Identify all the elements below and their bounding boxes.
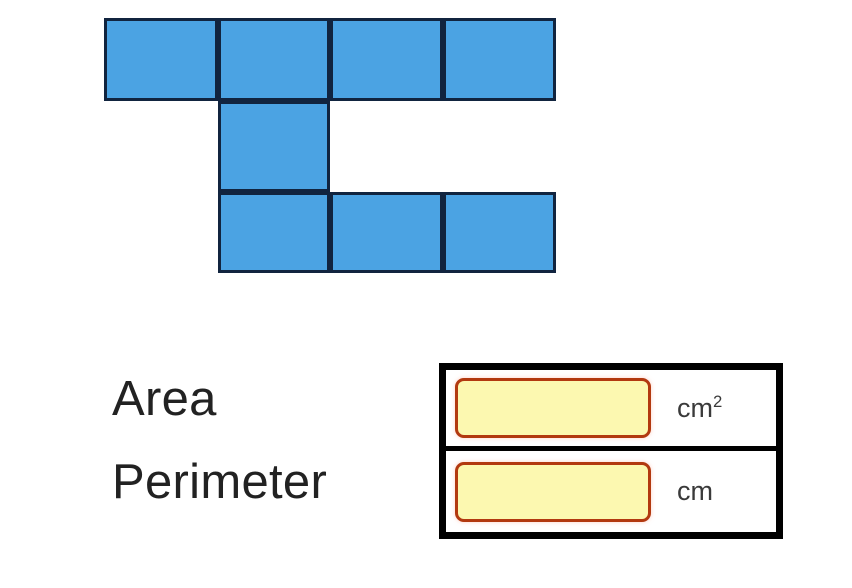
grid-cell-mid-1 [218, 101, 330, 192]
perimeter-label: Perimeter [112, 455, 328, 509]
area-unit-exponent: 2 [713, 391, 723, 411]
grid-cell-top-1 [104, 18, 218, 101]
grid-cell-top-4 [443, 18, 556, 101]
grid-cell-bot-1 [218, 192, 330, 273]
answer-row-perimeter: cm [446, 451, 776, 532]
area-unit-text: cm [677, 392, 713, 423]
perimeter-unit-text: cm [677, 476, 713, 506]
area-input[interactable] [455, 378, 651, 438]
perimeter-input[interactable] [455, 461, 651, 522]
grid-cell-top-2 [218, 18, 330, 101]
answer-frame: cm2 cm [439, 363, 783, 539]
grid-cell-bot-2 [330, 192, 443, 273]
area-unit-label: cm2 [677, 391, 723, 423]
grid-cell-top-3 [330, 18, 443, 101]
shape-figure [104, 18, 556, 273]
answer-section: Area Perimeter cm2 cm [0, 355, 852, 555]
area-label: Area [112, 372, 217, 426]
perimeter-unit-label: cm [677, 478, 713, 505]
answer-row-area: cm2 [446, 370, 776, 451]
grid-cell-bot-3 [443, 192, 556, 273]
